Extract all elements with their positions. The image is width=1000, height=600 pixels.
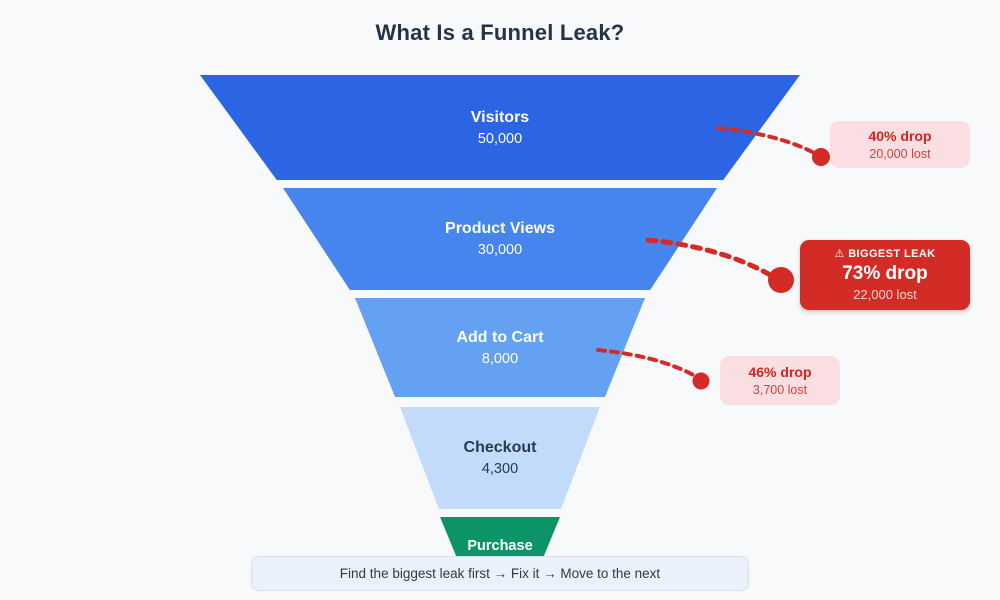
biggest-leak-badge: ⚠ BIGGEST LEAK: [834, 247, 936, 260]
stage-label: Product Views: [445, 220, 555, 238]
leak-drop-percent: 73% drop: [842, 263, 928, 285]
leak-dot-2: [768, 267, 794, 293]
leak-annotation-cart-drop: 46% drop 3,700 lost: [720, 356, 840, 405]
leak-lost-count: 22,000 lost: [853, 287, 917, 303]
funnel-stage-checkout: Checkout 4,300: [400, 407, 600, 509]
leak-lost-count: 3,700 lost: [752, 383, 808, 398]
stage-value: 4,300: [481, 461, 519, 478]
leak-dot-1: [812, 148, 830, 166]
stage-label: Add to Cart: [456, 328, 544, 346]
leak-drop-percent: 40% drop: [868, 127, 932, 144]
leak-annotation-biggest-leak: ⚠ BIGGEST LEAK 73% drop 22,000 lost: [800, 240, 970, 310]
stage-label: Checkout: [463, 439, 537, 457]
leak-drop-percent: 46% drop: [748, 363, 812, 380]
leak-annotation-visitors-drop: 40% drop 20,000 lost: [830, 121, 970, 168]
leak-dot-3: [692, 372, 710, 390]
funnel-stage-visitors: Visitors 50,000: [200, 75, 800, 180]
stage-value: 8,000: [481, 350, 519, 367]
funnel-stage-add-to-cart: Add to Cart 8,000: [355, 298, 645, 397]
footer-tip-text: Find the biggest leak first → Fix it → M…: [339, 566, 661, 581]
stage-value: 30,000: [477, 242, 523, 259]
leak-lost-count: 20,000 lost: [869, 147, 931, 162]
funnel-stage-product-views: Product Views 30,000: [283, 188, 717, 290]
stage-label: Visitors: [470, 108, 530, 126]
footer-tip-bar: Find the biggest leak first → Fix it → M…: [251, 556, 749, 591]
page-title: What Is a Funnel Leak?: [375, 20, 625, 45]
stage-label: Purchase: [467, 537, 533, 554]
stage-value: 50,000: [477, 130, 523, 147]
